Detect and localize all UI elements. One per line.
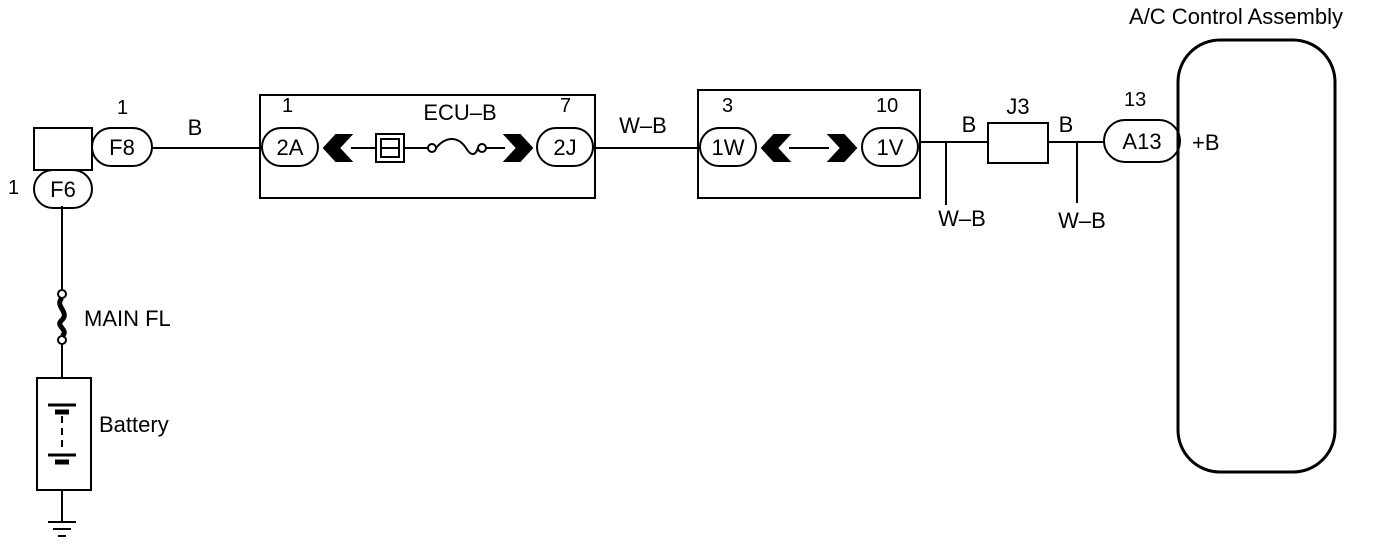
pin-2j: 7 [560, 95, 571, 117]
connector-block [33, 127, 93, 171]
pin-f8: 1 [117, 97, 128, 119]
wire-label-branch-1: W–B [938, 206, 986, 231]
ac-control-assembly [1176, 38, 1337, 474]
code-2a: 2A [277, 135, 304, 160]
connector-2j [536, 127, 594, 167]
pin-f6: 1 [8, 177, 19, 199]
connector-2a [261, 127, 319, 167]
code-1w: 1W [712, 135, 745, 160]
junction-block-2 [697, 89, 921, 199]
connector-1v [861, 127, 919, 167]
fuse-symbol [435, 138, 479, 155]
wire-label-j3-a13: B [1059, 112, 1074, 137]
code-1v: 1V [877, 135, 904, 160]
wire-label-1v-j3: B [962, 112, 977, 137]
junction-label-j3: J3 [1006, 94, 1029, 119]
battery-symbol [36, 350, 92, 491]
pin-1v: 10 [876, 95, 898, 117]
wire-label-f8-2a: B [188, 115, 203, 140]
code-f8: F8 [109, 135, 135, 160]
code-a13: A13 [1122, 129, 1161, 154]
connector-arrow-left [322, 134, 354, 162]
pin-2a: 1 [282, 95, 293, 117]
code-2j: 2J [553, 135, 576, 160]
pin-1w: 3 [722, 95, 733, 117]
junction-block-ecu-b [259, 94, 596, 199]
connector-arrow-right [502, 134, 534, 162]
pin-a13: 13 [1124, 89, 1146, 111]
connector-f6 [33, 169, 93, 209]
assembly-title: A/C Control Assembly [1129, 4, 1343, 29]
junction-connector-j3 [987, 122, 1049, 164]
ground-symbol [48, 490, 76, 537]
battery-label: Battery [99, 412, 169, 437]
assembly-terminal: +B [1192, 130, 1220, 155]
code-f6: F6 [50, 177, 76, 202]
wire-label-2j-1w: W–B [619, 113, 667, 138]
wire-label-branch-2: W–B [1058, 208, 1106, 233]
fusible-link-symbol [57, 206, 67, 378]
connector-1w [699, 127, 757, 167]
connector-a13 [1103, 119, 1181, 163]
fuse-label: ECU–B [423, 100, 496, 125]
fusible-link-label: MAIN FL [84, 306, 171, 331]
